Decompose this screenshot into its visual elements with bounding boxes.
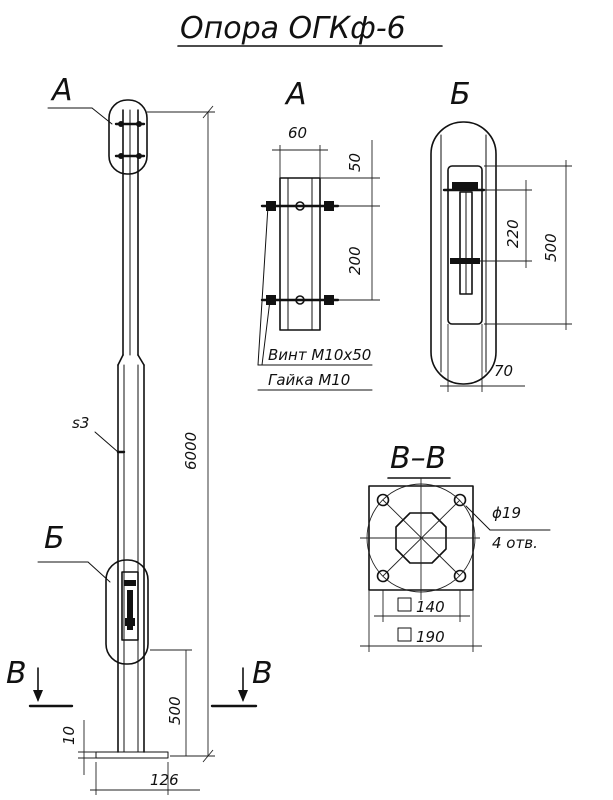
section-title: В–В [390,441,446,476]
screw-label: Винт М10х50 [268,346,371,364]
detail-b-drawing [430,121,497,385]
detail-a-drawing [260,177,340,331]
label-b-main: Б [44,521,65,556]
dim-190: 190 [416,628,445,646]
dim-500-b: 500 [542,233,560,262]
label-a-main: А [50,73,73,108]
detail-b-oval [105,559,149,665]
base-plate-section [360,478,480,600]
detail-b-title: Б [450,77,471,112]
nut-label: Гайка М10 [268,371,350,389]
base-126: 126 [150,771,179,789]
dim-220: 220 [504,219,522,248]
dim-70: 70 [494,362,513,380]
height-6000: 6000 [182,432,200,470]
section-mark-left: В [6,656,27,691]
wall-thickness-label: s3 [72,414,89,432]
holes-count: 4 отв. [492,534,538,552]
height-500: 500 [166,696,184,725]
dim-50: 50 [346,153,364,172]
dim-200: 200 [346,246,364,275]
main-pole [94,99,169,759]
drawing-title: Опора ОГКф-6 [180,11,406,46]
dim-140: 140 [416,598,445,616]
detail-a-oval [108,99,148,175]
detail-a-title: А [284,77,307,112]
dim-60: 60 [288,124,307,142]
plate-10: 10 [60,726,78,745]
section-mark-right: В [252,656,273,691]
height-dimension [147,105,215,763]
hole-diameter: ϕ19 [492,504,521,522]
